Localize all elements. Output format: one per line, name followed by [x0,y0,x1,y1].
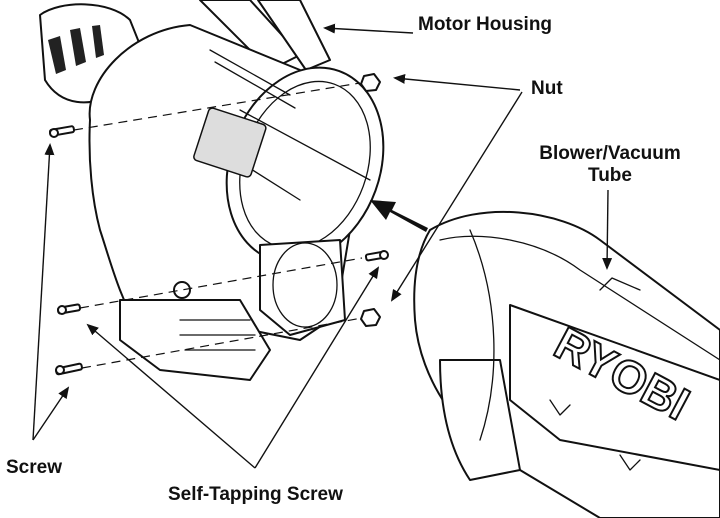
self-tapping-screw-right [364,250,389,262]
motor-housing-part [39,0,385,381]
screw-bottom [55,362,83,376]
self-tapping-screw-left [56,303,82,315]
blower-vacuum-tube-part [413,210,720,518]
assembly-direction-arrow [370,200,428,232]
label-motor-housing: Motor Housing [418,14,553,35]
nut-top [360,73,381,92]
label-nut: Nut [531,78,563,99]
label-tube-line1: Blower/Vacuum [539,143,681,164]
label-tube-line2: Tube [588,165,632,186]
label-screw: Screw [6,457,62,478]
fasteners [48,73,389,376]
screw-top [48,125,76,138]
leader-lines [32,23,613,469]
nut-bottom [360,308,381,327]
label-blower-vacuum-tube: Blower/Vacuum Tube [510,143,710,187]
label-self-tapping-screw: Self-Tapping Screw [168,484,343,505]
